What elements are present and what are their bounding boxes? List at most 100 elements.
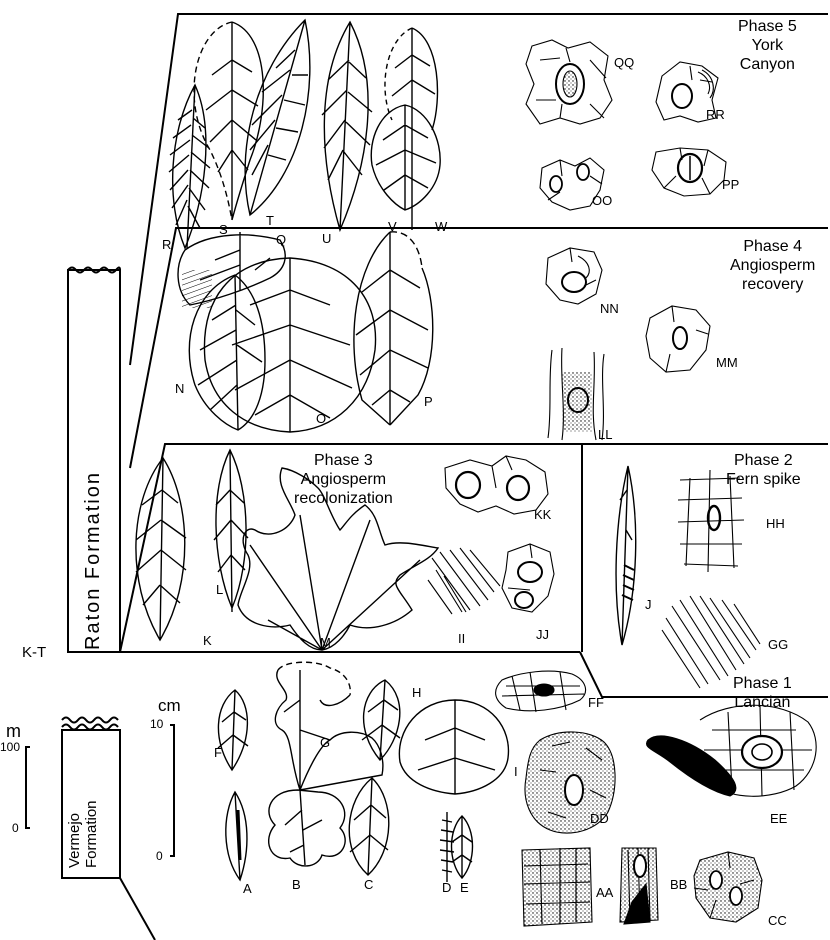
kt-boundary-label: K-T [22,645,46,660]
phase3-panel [120,444,828,652]
leaf-A [226,792,247,880]
leaf-H [362,680,400,760]
specimen-label-R: R [162,238,171,251]
vermejo-formation-text: Vermejo Formation [66,788,100,868]
stoma-KK-2 [507,476,529,500]
leaf-B [269,790,346,866]
leaf-T [245,20,310,215]
cm-scale-top: 10 [150,718,163,730]
meter-scale-bottom: 0 [12,822,19,834]
phase3-title: Phase 3 Angiosperm recolonization [294,451,393,508]
specimen-label-GG: GG [768,638,788,651]
phase2-title: Phase 2Fern spike [726,451,801,489]
cm-scale-unit: cm [158,697,181,714]
leaf-P-left [354,232,390,425]
specimen-label-OO: OO [592,194,612,207]
specimen-label-K: K [203,634,212,647]
raton-formation-label: Raton Formation [82,471,105,650]
specimen-label-MM: MM [716,356,738,369]
phase3-sub2: recolonization [294,490,393,507]
specimen-label-O: O [316,412,326,425]
cuticle-AA [522,848,592,926]
stoma-HH [708,506,720,530]
stoma-MM [673,327,687,349]
specimen-label-W: W [435,220,447,233]
leaf-G-dashed [278,662,350,695]
specimen-label-KK: KK [534,508,551,521]
leaf-V [371,105,440,210]
specimen-label-U: U [322,232,331,245]
phase5-sub1: York [752,37,783,54]
cuticle-CC [694,852,762,922]
trichome-EE [647,736,736,796]
specimen-label-H: H [412,686,421,699]
leaf-R [173,85,206,248]
specimen-label-CC: CC [768,914,787,927]
specimen-label-D: D [442,881,451,894]
stoma-NN [562,272,586,292]
stoma-BB [634,855,646,877]
specimen-label-EE: EE [770,812,787,825]
leaf-J [616,466,636,645]
phase4-sub2: recovery [742,276,803,293]
stoma-OO-1 [550,176,562,192]
stoma-RR [672,84,692,108]
stoma-KK-1 [456,472,480,498]
specimen-label-J: J [645,598,652,611]
leaf-G [275,670,383,790]
leaf-E [452,816,473,878]
cuticle-MM [646,306,710,372]
vermejo-formation-label: Vermejo Formation [66,734,100,868]
cm-scale-bar [170,725,174,856]
specimen-label-F: F [214,746,222,759]
specimen-label-P: P [424,395,433,408]
leaf-U [322,22,372,230]
cuticle-KK [445,456,548,514]
leaf-K [136,458,186,640]
specimen-label-DD: DD [590,812,609,825]
specimen-label-FF: FF [588,696,604,709]
stoma-EE [742,736,782,768]
stoma-CC-1 [710,871,722,889]
specimen-label-JJ: JJ [536,628,549,641]
leaf-S-right [206,22,263,220]
specimen-label-Q: Q [276,233,286,246]
specimen-label-RR: RR [706,108,725,121]
cuticle-PP [652,148,726,196]
stoma-OO-2 [577,164,589,180]
leaf-R-veins [169,85,210,248]
stoma-JJ-1 [518,562,542,582]
specimen-label-T: T [266,214,274,227]
specimen-label-II: II [458,632,465,645]
stoma-JJ-2 [515,592,533,608]
specimen-label-PP: PP [722,178,739,191]
leaf-S [194,22,232,220]
phase4-sub1: Angiosperm [730,257,815,274]
specimen-label-M: M [320,636,331,649]
leaf-F [218,690,248,770]
specimen-label-G: G [320,736,330,749]
leaf-P-right [390,232,422,268]
specimen-label-NN: NN [600,302,619,315]
leaf-C [349,778,389,875]
phase3-label: Phase 3 [314,452,373,469]
meter-scale-unit: m [6,722,21,740]
phase5-sub2: Canyon [740,56,795,73]
meter-scale-top: 100 [0,741,20,753]
cuticle-II [428,548,500,614]
phase3-sub1: Angiosperm [301,471,386,488]
phase1-fan [120,878,155,940]
specimen-label-AA: AA [596,886,613,899]
specimen-label-LL: LL [598,428,612,441]
column-break-wavy [62,718,118,730]
specimen-label-I: I [514,765,518,778]
cuticle-JJ [502,544,554,612]
meter-scale-bar [26,747,30,828]
specimen-label-V: V [388,220,397,233]
specimen-label-N: N [175,382,184,395]
specimen-label-S: S [219,223,228,236]
